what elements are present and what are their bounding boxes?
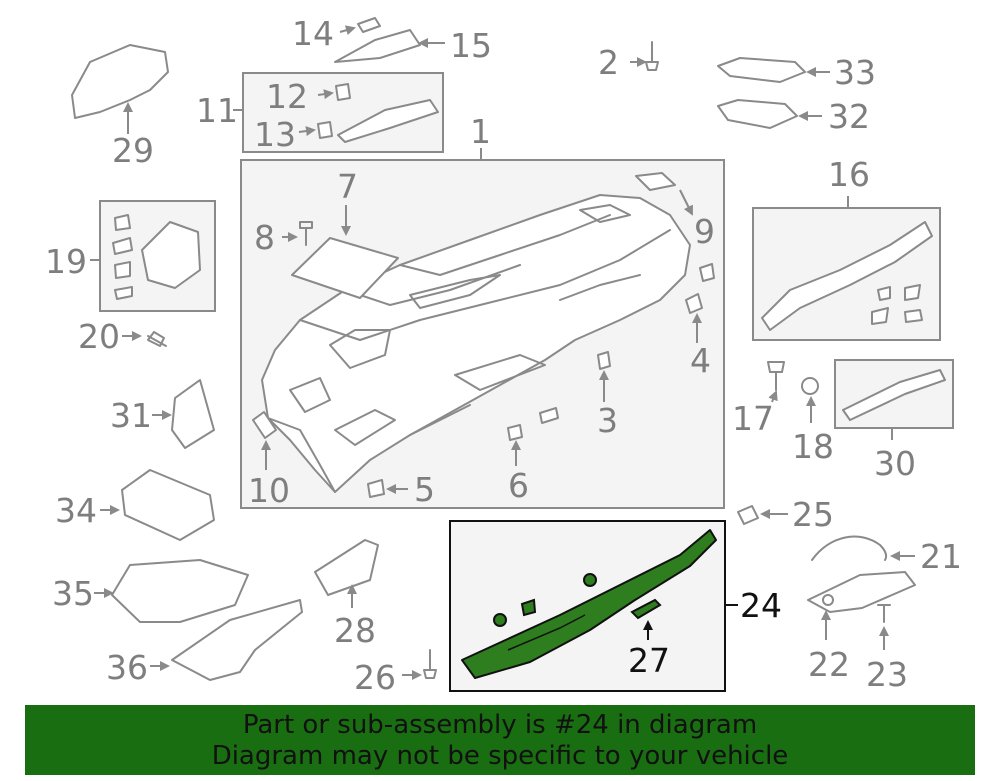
part-24-highlight-box	[449, 520, 738, 692]
callout-16: 16	[828, 155, 870, 194]
part-25-drawing	[737, 505, 788, 525]
callout-36: 36	[106, 648, 148, 687]
part-17-18-drawing	[767, 361, 819, 423]
callout-5: 5	[414, 470, 435, 509]
callout-12: 12	[266, 77, 308, 116]
part-31-drawing	[152, 379, 215, 449]
callout-33: 33	[834, 53, 876, 92]
callout-34: 34	[55, 491, 97, 530]
callout-32: 32	[828, 97, 870, 136]
callout-8: 8	[254, 218, 275, 257]
callout-18: 18	[792, 427, 834, 466]
callout-23: 23	[866, 655, 908, 694]
group-30-box	[834, 359, 954, 440]
callout-35: 35	[52, 574, 94, 613]
callout-7: 7	[337, 167, 358, 206]
dashboard-panel-drawing	[261, 194, 691, 493]
part-3-drawing	[597, 351, 611, 402]
callout-20: 20	[78, 317, 120, 356]
part-28-drawing	[314, 539, 379, 608]
callout-30: 30	[874, 444, 916, 483]
callout-1: 1	[470, 112, 491, 151]
part-36-drawing	[150, 599, 303, 681]
part-4-drawing	[685, 263, 715, 343]
callout-21: 21	[920, 537, 962, 576]
callout-13: 13	[254, 115, 296, 154]
callout-27: 27	[628, 641, 670, 680]
callout-6: 6	[508, 466, 529, 505]
callout-25: 25	[792, 495, 834, 534]
callout-26: 26	[354, 658, 396, 697]
callout-14: 14	[292, 14, 334, 53]
part-info-banner: Part or sub-assembly is #24 in diagram D…	[25, 705, 975, 775]
part-33-drawing	[717, 57, 830, 83]
callout-24: 24	[740, 586, 782, 625]
part-6-drawing	[507, 407, 559, 466]
part-27-drawing	[630, 598, 662, 620]
part-9-drawing	[635, 172, 693, 216]
callout-29: 29	[112, 131, 154, 170]
part-10-drawing	[252, 411, 277, 470]
part-32-drawing	[717, 99, 822, 129]
group-11-box	[233, 72, 444, 153]
callout-4: 4	[690, 341, 711, 380]
part-7-drawing	[291, 205, 399, 299]
part-14-15-drawing	[334, 17, 445, 63]
part-26-drawing	[402, 649, 437, 680]
group-16-box	[752, 196, 941, 341]
callout-3: 3	[597, 401, 618, 440]
callout-15: 15	[450, 26, 492, 65]
part-5-drawing	[367, 479, 408, 498]
callout-10: 10	[248, 471, 290, 510]
callout-2: 2	[598, 43, 619, 82]
part-2-drawing	[630, 41, 659, 71]
part-22-23-drawing	[807, 571, 916, 650]
callout-19: 19	[45, 242, 87, 281]
part-8-drawing	[282, 221, 313, 246]
callout-11: 11	[196, 91, 238, 130]
part-24-drawing	[461, 529, 717, 679]
part-20-drawing	[122, 331, 167, 347]
callout-17: 17	[732, 399, 774, 438]
callout-22: 22	[808, 645, 850, 684]
part-21-drawing	[811, 535, 915, 561]
part-35-drawing	[94, 559, 249, 623]
part-29-drawing	[71, 44, 169, 134]
part-34-drawing	[100, 469, 215, 541]
callout-28: 28	[334, 611, 376, 650]
callout-9: 9	[694, 212, 715, 251]
banner-line-2: Diagram may not be specific to your vehi…	[211, 741, 789, 771]
callout-31: 31	[110, 396, 152, 435]
group-19-box	[90, 200, 216, 312]
banner-line-1: Part or sub-assembly is #24 in diagram	[242, 710, 758, 740]
